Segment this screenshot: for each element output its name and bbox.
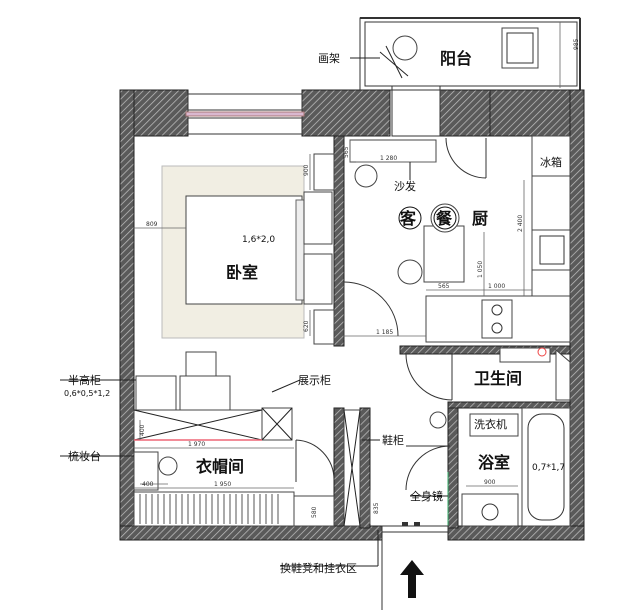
entry: [381, 522, 449, 610]
side-table: [354, 164, 378, 188]
note-mirror: 全身镜: [410, 489, 443, 503]
bedroom: [134, 153, 335, 441]
dim-1185: 1 185: [376, 329, 393, 336]
dimension-lines: [134, 140, 532, 524]
room-label-living: 客: [400, 209, 417, 228]
bathtub: [521, 407, 571, 527]
note-dresser: 梳妆台: [68, 449, 101, 463]
dim-1970: 1 970: [188, 441, 205, 448]
bedroom-window: [185, 93, 305, 135]
note-half-cabinet: 半高柜: [68, 373, 101, 387]
dim-835: 835: [373, 502, 380, 514]
washing-machine: [469, 413, 519, 437]
wardrobe-room: [133, 409, 361, 527]
dim-1950: 1 950: [214, 481, 231, 488]
dim-1050: 1 050: [477, 261, 484, 278]
desk: [179, 375, 231, 411]
bed: [185, 195, 303, 305]
note-sofa: 沙发: [394, 179, 416, 193]
dressing-stool: [158, 456, 178, 476]
fridge: [531, 135, 571, 177]
dim-1280: 1 280: [380, 155, 397, 162]
bathroom: [405, 407, 571, 527]
dim-2400: 2 400: [517, 215, 524, 232]
easel-stool: [392, 35, 418, 61]
dim-809: 809: [146, 221, 158, 228]
note-half-cabinet-size: 0,6*0,5*1,2: [64, 389, 110, 398]
room-label-kitchen: 厨: [472, 209, 488, 228]
entry-arrow-icon: [400, 560, 424, 598]
dim-1000: 1 000: [488, 283, 505, 290]
nightstand-top: [303, 191, 333, 245]
room-label-dining: 餐: [435, 209, 453, 228]
dining-table: [423, 225, 465, 283]
note-bed-size: 1,6*2,0: [242, 235, 275, 245]
dim-400-wardrobe: 400: [139, 424, 146, 436]
note-display-cabinet: 展示柜: [298, 374, 331, 387]
dim-400-dresser: 400: [142, 481, 154, 488]
note-fridge: 冰箱: [540, 155, 562, 169]
wc-sink: [499, 347, 551, 363]
dim-565-counter: 565: [438, 283, 450, 290]
dim-580: 580: [311, 506, 318, 518]
note-shoe-cabinet: 鞋柜: [382, 433, 404, 447]
dining-circle-marker: [433, 206, 457, 230]
bath-sink: [461, 493, 519, 527]
balcony: [359, 17, 581, 91]
note-washer: 洗衣机: [474, 417, 507, 431]
note-rack: 画架: [318, 52, 340, 65]
desk-chair: [185, 351, 217, 377]
balcony-chair: [501, 27, 539, 69]
dim-620: 620: [303, 320, 310, 332]
room-label-wc: 卫生间: [474, 369, 522, 388]
annotation-leaders: [60, 57, 448, 567]
dining-chair: [397, 259, 423, 285]
room-label-wardrobe: 衣帽间: [196, 457, 244, 476]
dim-900-bath: 900: [484, 479, 496, 486]
note-entry: 换鞋凳和挂衣区: [280, 561, 357, 575]
note-tub-size: 0,7*1,7: [532, 463, 565, 473]
room-label-bedroom: 卧室: [226, 263, 258, 282]
wc: [405, 347, 571, 401]
dim-985: 985: [573, 38, 580, 50]
living-circle-marker: [398, 206, 422, 230]
walls: [119, 89, 585, 541]
half-height-cabinet: [135, 375, 177, 411]
dim-565-sofa: 565: [343, 146, 350, 158]
stove: [481, 299, 513, 339]
room-label-bath: 浴室: [478, 453, 510, 472]
room-label-balcony: 阳台: [440, 49, 472, 68]
living-kitchen: [343, 85, 571, 343]
nightstand-bottom: [303, 253, 333, 305]
dim-900-nightstand: 900: [303, 164, 310, 176]
